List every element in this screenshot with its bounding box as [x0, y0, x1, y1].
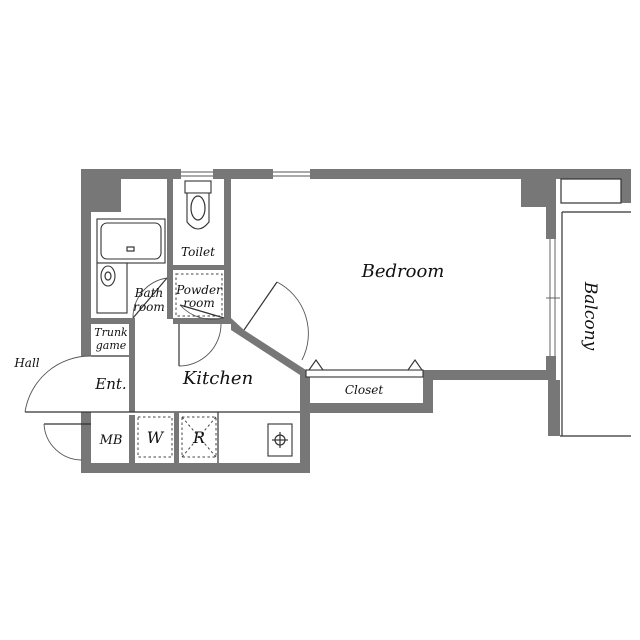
powder-label-2: room: [183, 296, 215, 310]
wash-basin: [96, 262, 128, 314]
toilet-window: [181, 171, 213, 177]
refrigerator-label: R: [192, 428, 205, 447]
outer-walls: [81, 169, 631, 473]
kitchen-door: [178, 323, 222, 367]
mb-label: MB: [99, 433, 123, 448]
entrance-label: Ent.: [94, 375, 126, 393]
bathtub: [96, 218, 166, 264]
top-window: [273, 171, 310, 177]
powder-dash: [175, 273, 223, 317]
bedroom-door: [243, 281, 309, 361]
washer-label: W: [147, 428, 165, 447]
interior-walls: [91, 179, 424, 463]
bedroom-label: Bedroom: [361, 261, 445, 282]
bath-door: [132, 277, 168, 319]
toilet-fixture: [184, 180, 212, 230]
closet-markers: [307, 359, 424, 371]
kitchen-label: Kitchen: [182, 368, 253, 389]
trunk-label-1: Trunk: [94, 326, 128, 339]
toilet-label: Toilet: [181, 245, 215, 259]
washer-space: [137, 416, 173, 458]
powder-door: [179, 304, 225, 320]
balcony-area: [546, 178, 631, 437]
closet-label: Closet: [345, 383, 384, 397]
hall-label: Hall: [13, 356, 39, 370]
bath-label-2: room: [133, 300, 165, 314]
kitchen-counter: [135, 411, 300, 463]
entrance-door: [24, 355, 92, 461]
refrigerator-space: [181, 416, 217, 458]
bath-label-1: Bath: [134, 286, 164, 300]
balcony-label: Balcony: [580, 281, 600, 351]
trunk-label-2: game: [96, 339, 127, 352]
powder-label-1: Powder: [175, 283, 223, 297]
